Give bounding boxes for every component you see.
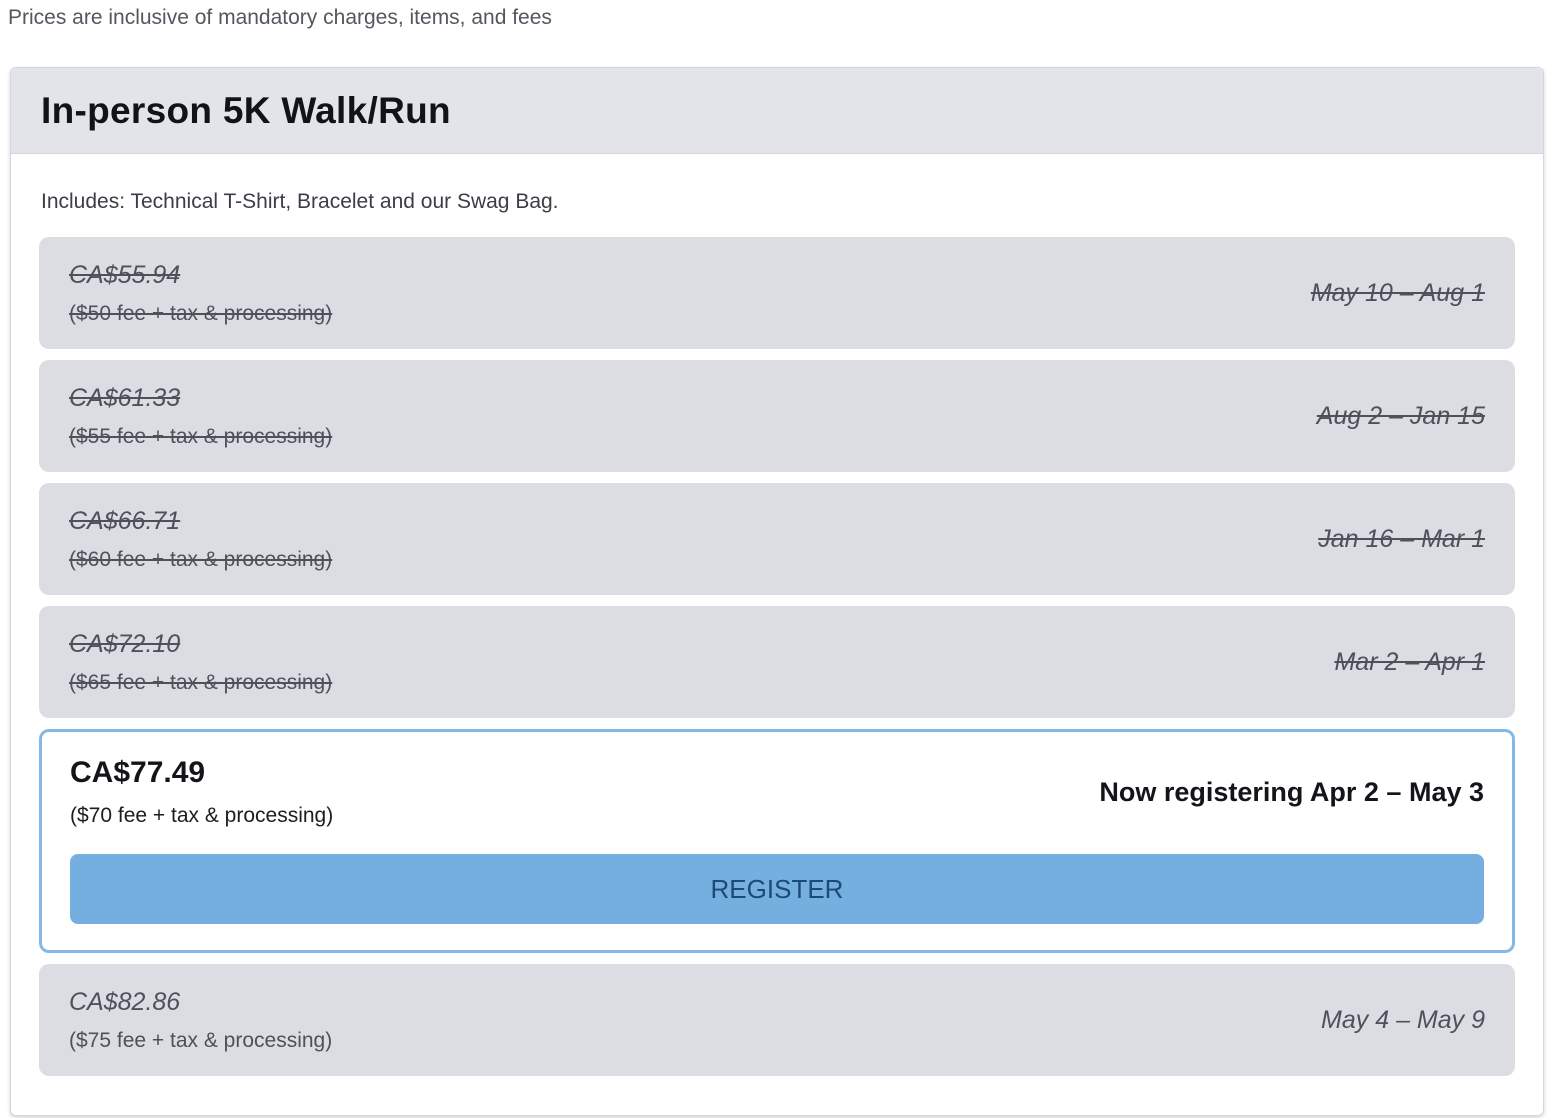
includes-text: Includes: Technical T-Shirt, Bracelet an… <box>41 190 559 213</box>
tier-price-block: CA$55.94 ($50 fee + tax & processing) <box>69 261 332 326</box>
tier-fee-detail: ($75 fee + tax & processing) <box>69 1028 333 1052</box>
tier-date-range: Jan 16 – Mar 1 <box>1318 524 1485 553</box>
price-tier-expired-2: CA$61.33 ($55 fee + tax & processing) Au… <box>39 360 1515 472</box>
tier-date-range: Mar 2 – Apr 1 <box>1334 647 1485 676</box>
price-tier-upcoming: CA$82.86 ($75 fee + tax & processing) Ma… <box>39 964 1515 1076</box>
event-title: In-person 5K Walk/Run <box>41 89 451 131</box>
tier-price: CA$66.71 <box>69 506 181 535</box>
tier-price-block: CA$61.33 ($55 fee + tax & processing) <box>69 384 332 449</box>
active-tier-info: CA$77.49 ($70 fee + tax & processing) No… <box>70 756 1484 828</box>
tier-price: CA$77.49 <box>70 756 206 789</box>
price-tier-active: CA$77.49 ($70 fee + tax & processing) No… <box>39 729 1515 953</box>
tier-fee-detail: ($50 fee + tax & processing) <box>69 301 333 325</box>
tier-price-block: CA$66.71 ($60 fee + tax & processing) <box>69 507 332 572</box>
tier-price-block: CA$72.10 ($65 fee + tax & processing) <box>69 630 332 695</box>
tier-price-block: CA$82.86 ($75 fee + tax & processing) <box>69 988 332 1053</box>
tier-price: CA$55.94 <box>69 260 181 289</box>
tier-price-block: CA$77.49 ($70 fee + tax & processing) <box>70 756 333 828</box>
tier-fee-detail: ($65 fee + tax & processing) <box>69 670 333 694</box>
now-registering-label: Now registering Apr 2 – May 3 <box>1099 776 1484 807</box>
event-card-header: In-person 5K Walk/Run <box>11 68 1543 154</box>
price-disclaimer-text: Prices are inclusive of mandatory charge… <box>8 6 552 29</box>
tier-date-range: Aug 2 – Jan 15 <box>1316 401 1485 430</box>
tier-date-range: May 4 – May 9 <box>1321 1005 1485 1034</box>
tier-fee-detail: ($55 fee + tax & processing) <box>69 424 333 448</box>
tier-price: CA$82.86 <box>69 987 181 1016</box>
tier-price: CA$61.33 <box>69 383 181 412</box>
tier-date-range: May 10 – Aug 1 <box>1310 278 1485 307</box>
register-button[interactable]: REGISTER <box>70 854 1484 924</box>
event-pricing-card: In-person 5K Walk/Run Includes: Technica… <box>10 67 1544 1116</box>
event-card-body: Includes: Technical T-Shirt, Bracelet an… <box>11 154 1543 1115</box>
price-tier-expired-3: CA$66.71 ($60 fee + tax & processing) Ja… <box>39 483 1515 595</box>
price-tier-expired-4: CA$72.10 ($65 fee + tax & processing) Ma… <box>39 606 1515 718</box>
tier-price: CA$72.10 <box>69 629 181 658</box>
price-tier-expired-1: CA$55.94 ($50 fee + tax & processing) Ma… <box>39 237 1515 349</box>
tier-fee-detail: ($70 fee + tax & processing) <box>70 804 334 827</box>
tier-fee-detail: ($60 fee + tax & processing) <box>69 547 333 571</box>
